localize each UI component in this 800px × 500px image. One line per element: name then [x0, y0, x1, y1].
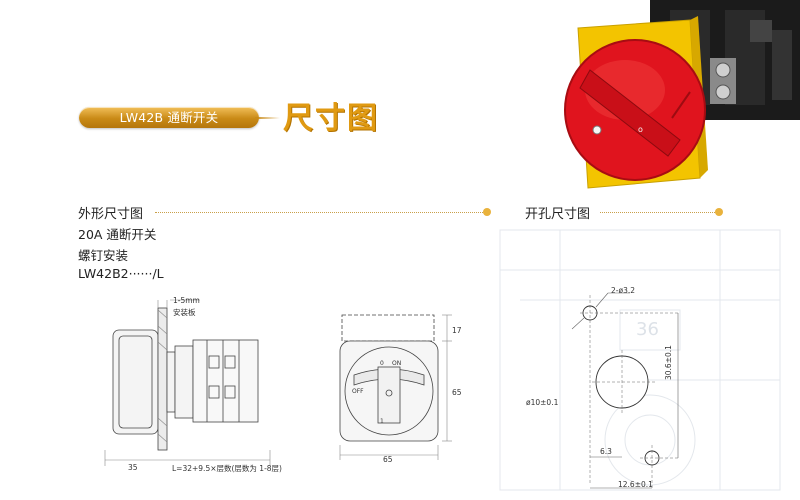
horizontal-offset-label: 6.3 [600, 447, 612, 456]
cutout-divider-dot [715, 208, 723, 216]
screw-holes-label: 2-ø3.2 [611, 286, 635, 295]
cutout-heading: 开孔尺寸图 [525, 207, 591, 222]
product-photo: o [564, 0, 800, 189]
mark-on: ON [392, 360, 402, 367]
mark-off: OFF [352, 388, 364, 395]
top-offset-label: 17 [452, 326, 462, 335]
panel-label: 安装板 [173, 308, 196, 317]
mark-zero: 0 [380, 360, 384, 367]
page-title: 尺寸图 [283, 101, 379, 136]
spec-mounting: 螺钉安装 [78, 248, 129, 263]
width-label: 65 [383, 455, 393, 464]
outline-heading: 外形尺寸图 [78, 207, 144, 222]
panel-thickness-label: 1-5mm [173, 296, 200, 305]
height-label: 65 [452, 388, 462, 397]
spec-current: 20A 通断开关 [78, 227, 157, 242]
cutout-drawing [571, 292, 680, 490]
spec-model: LW42B2······/L [78, 266, 164, 281]
center-hole-label: ø10±0.1 [526, 398, 559, 407]
front-view-drawing [339, 314, 452, 460]
outline-divider [155, 212, 483, 213]
pill-connector-line [255, 117, 280, 119]
side-view-drawing [104, 299, 271, 466]
outline-divider-dot [483, 208, 491, 216]
svg-text:o: o [638, 125, 643, 134]
mark-one: 1 [380, 418, 384, 425]
horizontal-spacing-label: 12.6±0.1 [618, 480, 653, 489]
front-depth-label: 35 [128, 463, 138, 472]
vertical-spacing-label: 30.6±0.1 [664, 345, 673, 380]
length-formula-label: L=32+9.5×层数(层数为 1-8层) [172, 464, 282, 473]
cutout-divider [600, 212, 715, 213]
product-label-pill: LW42B 通断开关 [79, 107, 259, 128]
blueprint-mark: 36 [636, 319, 659, 340]
